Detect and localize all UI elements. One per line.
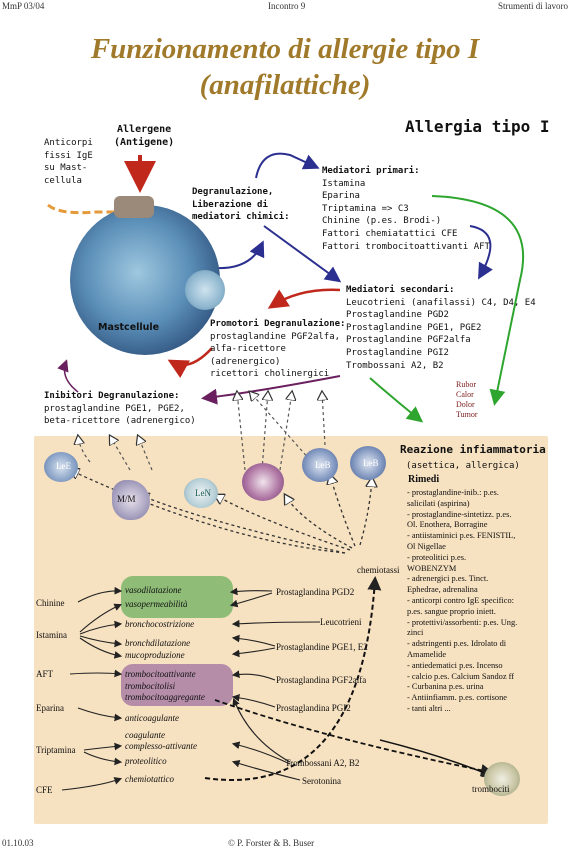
mediator-istamina: Istamina	[36, 630, 67, 640]
mastcellule-label: Mastcellule	[98, 322, 160, 333]
arrow-inibitori-mast	[57, 359, 79, 393]
footer-copyright: © P. Forster & B. Buser	[228, 838, 315, 848]
footer-date: 01.10.03	[2, 838, 34, 848]
arrow-mast-degran	[213, 240, 265, 270]
mediator-cfe: CFE	[36, 785, 53, 795]
chemiotassi-label: chemiotassi	[357, 565, 400, 575]
mediator-triptamina: Triptamina	[36, 745, 76, 755]
mediator-eparina: Eparina	[36, 703, 64, 713]
arrow-secondari-reazione	[369, 377, 424, 423]
effect-trombocitoattivante: trombocitoattivante	[125, 669, 196, 679]
mediatori-primari: Mediatori primari: Istamina Eparina Trip…	[322, 166, 490, 252]
page-title-line2: (anafilattiche)	[199, 69, 371, 101]
arrow-to-secondari	[263, 225, 342, 283]
mediatori-secondari: Mediatori secondari: Leucotrieni (anafil…	[346, 285, 536, 371]
effect-trombocitolisi: trombocitolisi	[125, 681, 176, 691]
header-center: Incontro 9	[268, 1, 306, 11]
macrophage-image	[112, 480, 150, 520]
arrow-promotori	[267, 288, 341, 309]
effect-trombocitoaggregante: trombocitoaggregante	[125, 692, 205, 702]
basophil-b-image	[350, 446, 386, 480]
cell-label-lee: LeE	[56, 461, 71, 471]
mediator-serotonina: Serotonina	[302, 776, 341, 786]
effect-vasopermeabilita: vasopermeabilità	[125, 599, 188, 609]
inibitori-degranulazione: Inibitori Degranulazione: prostaglandine…	[44, 391, 196, 427]
antibody-line	[47, 203, 115, 215]
ige-antibody-image	[114, 196, 154, 218]
basophil-image	[242, 463, 284, 501]
mediator-chinine: Chinine	[36, 598, 65, 608]
allergene-label: Allergene(Antigene)	[114, 124, 175, 148]
effect-proteolitico: proteolitico	[125, 756, 167, 766]
trombociti-label: trombociti	[472, 784, 510, 794]
rimedi-list: - prostaglandine-inib.: p.es. salicilati…	[407, 488, 518, 713]
effect-chemiotattico: chemiotattico	[125, 774, 174, 784]
mediator-trombossani: Trombossani A2, B2	[285, 758, 360, 768]
reazione-title: Reazione infiammatoria	[400, 443, 546, 456]
lymphocyte-image	[302, 448, 338, 482]
page-title-line1: Funzionamento di allergie tipo I	[90, 33, 480, 65]
rimedi-heading: Rimedi	[408, 474, 440, 485]
cell-label-leb: LeB	[363, 458, 379, 468]
eosinophil-image	[44, 452, 78, 482]
arrow-primari-reazione	[431, 195, 525, 406]
arrow-inibitori	[201, 375, 341, 405]
trombociti-image	[484, 762, 520, 796]
promotori-degranulazione: Promotori Degranulazione: prostaglandine…	[210, 319, 346, 380]
effect-bronchocostrizione: bronchocostrizione	[125, 619, 195, 629]
mediator-pge: Prostaglandine PGE1, E2	[276, 642, 368, 652]
cell-label-baso: LeB	[315, 460, 331, 470]
mediator-pgi2: Prostaglandina PGI2	[276, 703, 351, 713]
mediator-leucotrieni: Leucotrieni	[320, 617, 362, 627]
header-left: MmP 03/04	[2, 1, 45, 11]
arrow-primari-secondari	[469, 225, 493, 280]
effect-bronchdilatazione: bronchdilatazione	[125, 638, 191, 648]
reazione-subtitle: (asettica, allergica)	[406, 461, 520, 471]
thrombocyte-effects-pill	[121, 664, 233, 706]
vascular-effects-pill	[121, 576, 233, 618]
cell-label-len: LeN	[195, 488, 211, 498]
effect-vasodilatazione: vasodilatazione	[125, 585, 182, 595]
diagram-title: Allergia tipo I	[405, 117, 550, 136]
mediator-pgd2: Prostaglandina PGD2	[276, 587, 355, 597]
arrow-to-primari	[255, 152, 320, 179]
granule-image	[185, 270, 225, 310]
cell-label-mm: M/M	[117, 494, 136, 504]
arrow-promotori-mast	[167, 347, 213, 379]
neutrophil-image	[184, 478, 218, 508]
effect-coagulante: coagulante	[125, 730, 165, 740]
mediator-aft: AFT	[36, 669, 54, 679]
mediator-pgf2alfa: Prostaglandina PGF2alfa	[276, 675, 367, 685]
chemiotattico-arrow	[204, 576, 382, 781]
effect-complesso-attivante: complesso-attivante	[125, 741, 197, 751]
effect-mucoproduzione: mucoproduzione	[125, 650, 185, 660]
effect-anticoagulante: anticoagulante	[125, 713, 179, 723]
header-right: Strumenti di lavoro	[498, 1, 568, 11]
